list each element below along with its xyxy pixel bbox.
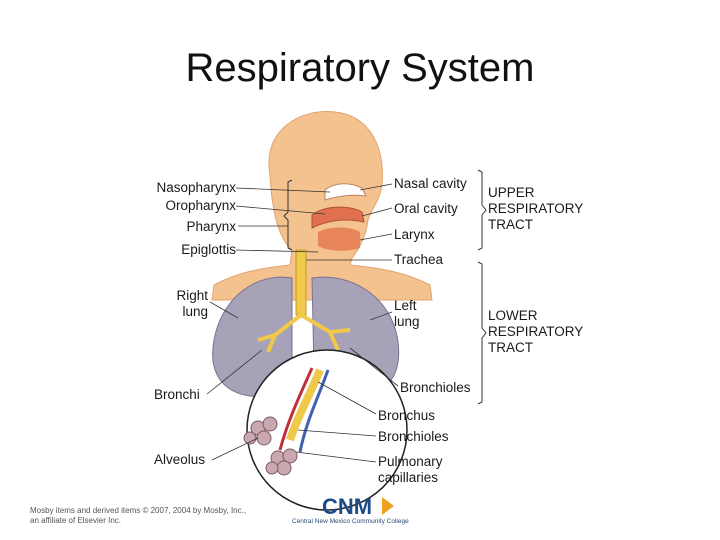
lower-tract-line2: RESPIRATORY bbox=[488, 324, 584, 339]
logo-subtitle: Central New Mexico Community College bbox=[292, 518, 409, 525]
capillary-red bbox=[278, 367, 314, 451]
bronchial-tree bbox=[257, 313, 351, 353]
label-right-lung-line1: Right bbox=[176, 288, 208, 303]
label-bronchioles-lung: Bronchioles bbox=[400, 380, 471, 395]
nasal-cavity bbox=[324, 183, 367, 201]
lower-tract-bracket bbox=[477, 261, 487, 405]
label-oropharynx: Oropharynx bbox=[165, 198, 236, 213]
oral-cavity bbox=[311, 206, 365, 229]
logo-mark: CNM bbox=[322, 494, 373, 519]
label-trachea: Trachea bbox=[394, 252, 444, 267]
label-pulmonary-line1: Pulmonary bbox=[378, 454, 443, 469]
lower-tract-line1: LOWER bbox=[488, 308, 538, 323]
upper-respiratory-tract-label: UPPER RESPIRATORY TRACT bbox=[488, 185, 583, 233]
label-bronchioles-magnified: Bronchioles bbox=[378, 429, 449, 444]
lower-respiratory-tract-label: LOWER RESPIRATORY TRACT bbox=[488, 308, 583, 356]
left-pharynx-bracket bbox=[283, 179, 293, 251]
bronchus-magnified bbox=[286, 368, 324, 442]
larynx-region bbox=[318, 227, 360, 251]
label-nasal-cavity: Nasal cavity bbox=[394, 176, 467, 191]
label-nasopharynx: Nasopharynx bbox=[156, 180, 236, 195]
label-bronchi: Bronchi bbox=[154, 387, 200, 402]
upper-tract-line3: TRACT bbox=[488, 217, 533, 232]
cnm-logo: CNM Central New Mexico Community College bbox=[292, 494, 432, 528]
label-alveolus: Alveolus bbox=[154, 452, 206, 467]
label-right-lung-line2: lung bbox=[182, 304, 208, 319]
slide-title: Respiratory System bbox=[185, 46, 535, 90]
upper-tract-line1: UPPER bbox=[488, 185, 535, 200]
copyright-credit: Mosby items and derived items © 2007, 20… bbox=[30, 506, 246, 526]
label-larynx: Larynx bbox=[394, 227, 435, 242]
alveolus-cluster-2 bbox=[265, 448, 298, 476]
label-epiglottis: Epiglottis bbox=[181, 242, 236, 257]
label-left-lung-line1: Left bbox=[394, 298, 417, 313]
credit-line1: Mosby items and derived items © 2007, 20… bbox=[30, 506, 247, 515]
label-bronchus: Bronchus bbox=[378, 408, 436, 423]
upper-tract-bracket bbox=[477, 169, 487, 251]
label-pharynx: Pharynx bbox=[186, 219, 236, 234]
alveolus-cluster-1 bbox=[243, 416, 278, 446]
label-left-lung-line2: lung bbox=[394, 314, 420, 329]
capillary-blue bbox=[298, 369, 330, 453]
trachea-tube bbox=[295, 249, 307, 316]
leader-lines bbox=[206, 183, 399, 463]
chevron-logo-icon bbox=[382, 497, 394, 515]
lower-tract-line3: TRACT bbox=[488, 340, 533, 355]
label-pulmonary-line2: capillaries bbox=[378, 470, 439, 485]
label-oral-cavity: Oral cavity bbox=[394, 201, 458, 216]
credit-line2: an affiliate of Elsevier Inc. bbox=[30, 516, 122, 525]
upper-tract-line2: RESPIRATORY bbox=[488, 201, 584, 216]
